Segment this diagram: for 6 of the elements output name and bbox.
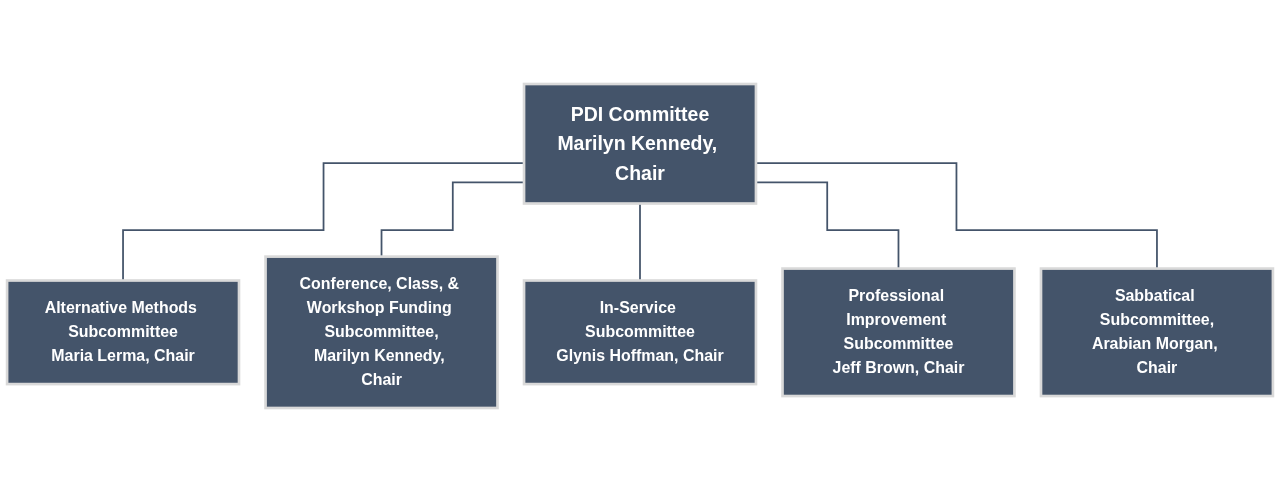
node-box: Professional Improvement Subcommittee Jeff Brown, Chair — [781, 267, 1016, 398]
node-box: Alternative Methods Subcommittee Maria Lerma, Chair — [5, 279, 241, 386]
node-box: PDI Committee Marilyn Kennedy, Chair — [522, 82, 758, 205]
node-box: Conference, Class, & Workshop Funding Subcommittee, Marilyn Kennedy, Chair — [264, 255, 499, 410]
node-box: Sabbatical Subcommittee, Arabian Morgan, Chair — [1039, 267, 1275, 398]
node-box: In-Service Subcommittee Glynis Hoffman, Chair — [522, 279, 758, 386]
